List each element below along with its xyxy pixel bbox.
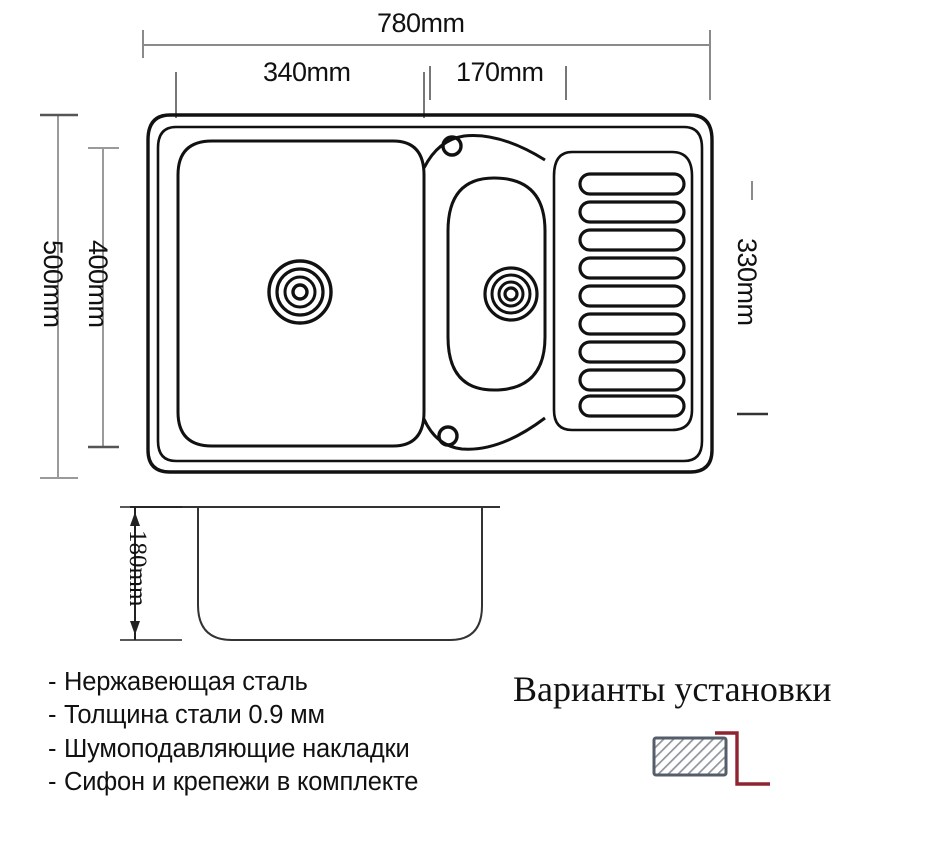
bullet-dash: -	[48, 668, 57, 696]
dimension-500mm	[40, 113, 78, 479]
specification-list: -Нержавеющая сталь -Толщина стали 0.9 мм…	[48, 666, 518, 800]
dimension-label-330mm: 330mm	[732, 238, 762, 326]
sink-outer-rim	[146, 113, 714, 474]
dimension-340mm-ticks	[175, 72, 425, 118]
spec-item-text: Сифон и крепежи в комплекте	[64, 768, 419, 797]
dimension-label-780mm: 780mm	[377, 8, 465, 38]
dimension-label-400mm: 400mm	[83, 240, 113, 328]
dimension-label-180mm: 180mm	[124, 530, 151, 607]
sink-edge-profile	[715, 731, 770, 786]
second-bowl-drain	[483, 266, 539, 322]
countertop-section	[652, 736, 728, 777]
install-options-title: Варианты установки	[513, 669, 832, 709]
spec-item: -Нержавеющая сталь	[48, 666, 518, 699]
main-bowl-drain	[267, 259, 333, 325]
spec-item-text: Шумоподавляющие накладки	[64, 734, 410, 763]
dimension-label-170mm: 170mm	[456, 57, 544, 87]
spec-item-text: Толщина стали 0.9 мм	[64, 701, 325, 730]
spec-item: -Шумоподавляющие накладки	[48, 733, 518, 766]
bowl-cross-section	[130, 506, 500, 641]
sink-inner-rim	[156, 125, 704, 463]
spec-item: -Толщина стали 0.9 мм	[48, 699, 518, 732]
main-bowl-outline	[176, 139, 426, 448]
drainer-panel-outline	[552, 150, 694, 432]
dimension-180mm	[120, 506, 182, 641]
spec-item: -Сифон и крепежи в комплекте	[48, 766, 518, 799]
tap-area-curve-bottom	[422, 416, 546, 451]
dimension-label-500mm: 500mm	[38, 240, 68, 328]
dimension-330mm	[737, 181, 768, 416]
bullet-dash: -	[48, 734, 57, 763]
drainer-grooves	[578, 172, 686, 418]
spec-item-text: Нержавеющая сталь	[64, 668, 308, 696]
tap-area-curve-top	[422, 134, 546, 169]
bullet-dash: -	[48, 701, 57, 730]
install-diagram	[652, 731, 770, 786]
dimension-label-340mm: 340mm	[263, 57, 351, 87]
bullet-dash: -	[48, 768, 57, 797]
second-bowl-outline	[446, 176, 547, 392]
dimension-170mm-ticks	[429, 66, 567, 100]
dimension-400mm	[88, 147, 119, 449]
dimension-780mm	[142, 30, 711, 100]
